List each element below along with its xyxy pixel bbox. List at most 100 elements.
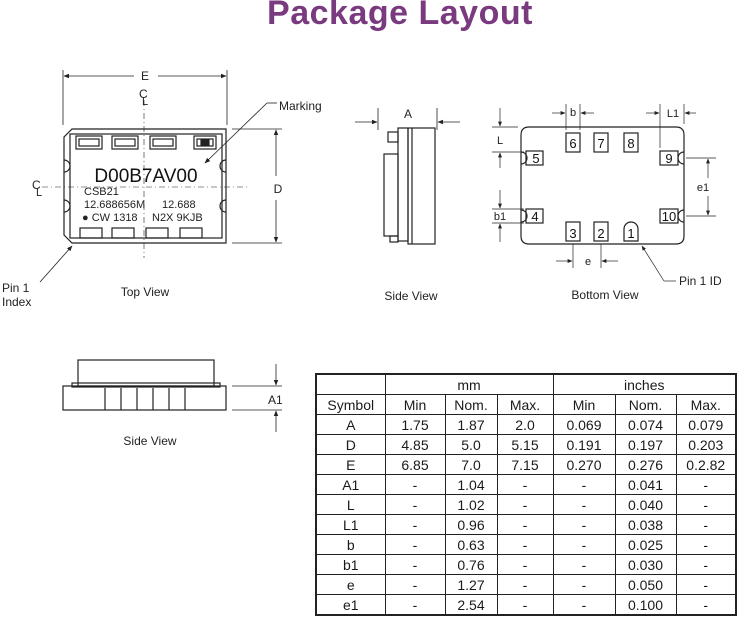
pin1-id-label: Pin 1 ID xyxy=(679,274,722,288)
pin-number-6: 6 xyxy=(569,136,576,151)
table-cell-mm-nom: 1.27 xyxy=(444,574,498,595)
table-cell-in-nom: 0.038 xyxy=(614,514,677,535)
table-header-in-max: Max. xyxy=(675,394,737,415)
pin1-index-label-line1: Pin 1 xyxy=(2,281,30,295)
table-cell-in-min: 0.069 xyxy=(552,414,616,435)
table-cell-in-max: - xyxy=(675,534,737,555)
table-cell-symbol: e1 xyxy=(315,594,386,616)
table-cell-in-min: - xyxy=(552,574,616,595)
dim-b1-label: b1 xyxy=(494,211,506,223)
centerline-sub-top: L xyxy=(142,96,148,108)
table-group-header-row: mm inches xyxy=(315,373,737,395)
pin-number-7: 7 xyxy=(597,136,604,151)
table-header-row: Symbol Min Nom. Max. Min Nom. Max. xyxy=(315,394,737,415)
dim-l1-label: L1 xyxy=(667,108,679,120)
table-row: e1-2.54--0.100- xyxy=(315,594,737,616)
table-cell-in-max: 0.079 xyxy=(675,414,737,435)
table-cell-in-max: 0.2.82 xyxy=(675,454,737,475)
table-group-inches: inches xyxy=(552,373,737,395)
table-header-blank xyxy=(315,373,386,395)
marking-line4b: N2X 9KJB xyxy=(152,212,203,224)
table-header-mm-nom: Nom. xyxy=(444,394,498,415)
table-cell-mm-min: - xyxy=(384,554,446,575)
table-cell-symbol: A1 xyxy=(315,474,386,495)
marking-line1: D00B7AV00 xyxy=(94,166,197,187)
table-cell-in-min: - xyxy=(552,474,616,495)
table-cell-mm-max: - xyxy=(496,534,554,555)
dim-d-label: D xyxy=(274,182,283,196)
table-cell-mm-min: 6.85 xyxy=(384,454,446,475)
centerline-sub-left: L xyxy=(36,187,42,199)
side-view-1 xyxy=(355,108,460,245)
table-cell-in-min: - xyxy=(552,494,616,515)
dim-e-bottom-label: e xyxy=(585,256,591,268)
table-cell-in-nom: 0.100 xyxy=(614,594,677,616)
table-cell-in-max: - xyxy=(675,514,737,535)
table-cell-mm-max: - xyxy=(496,514,554,535)
table-cell-mm-min: - xyxy=(384,474,446,495)
table-cell-in-nom: 0.074 xyxy=(614,414,677,435)
table-cell-mm-nom: 5.0 xyxy=(444,434,498,455)
pin-number-8: 8 xyxy=(627,136,634,151)
table-cell-in-max: - xyxy=(675,574,737,595)
top-view xyxy=(39,70,282,283)
table-cell-mm-nom: 2.54 xyxy=(444,594,498,616)
table-row: e-1.27--0.050- xyxy=(315,574,737,595)
table-cell-mm-min: 1.75 xyxy=(384,414,446,435)
table-row: b1-0.76--0.030- xyxy=(315,554,737,575)
table-cell-in-nom: 0.030 xyxy=(614,554,677,575)
side-view-2-caption: Side View xyxy=(123,434,176,448)
table-cell-mm-nom: 1.04 xyxy=(444,474,498,495)
dim-b-label: b xyxy=(570,107,576,119)
table-cell-symbol: L1 xyxy=(315,514,386,535)
pin-number-2: 2 xyxy=(597,226,604,241)
table-cell-mm-min: - xyxy=(384,574,446,595)
table-row: L1-0.96--0.038- xyxy=(315,514,737,535)
table-cell-in-max: - xyxy=(675,554,737,575)
marking-line2: CSB21 xyxy=(84,186,119,198)
table-cell-in-nom: 0.050 xyxy=(614,574,677,595)
table-cell-mm-min: 4.85 xyxy=(384,434,446,455)
table-group-mm: mm xyxy=(384,373,554,395)
table-cell-in-min: - xyxy=(552,594,616,616)
side-view-2 xyxy=(62,359,282,432)
centerline-mark-left: C xyxy=(32,178,41,192)
table-cell-in-max: - xyxy=(675,474,737,495)
table-cell-in-min: 0.191 xyxy=(552,434,616,455)
table-cell-symbol: E xyxy=(315,454,386,475)
table-cell-mm-max: - xyxy=(496,474,554,495)
pin-number-1: 1 xyxy=(627,226,634,241)
table-cell-mm-min: - xyxy=(384,514,446,535)
table-header-in-nom: Nom. xyxy=(614,394,677,415)
centerline-mark-top: C xyxy=(139,87,148,101)
dim-e-label: E xyxy=(141,69,149,83)
pin-number-5: 5 xyxy=(532,151,539,166)
table-cell-symbol: A xyxy=(315,414,386,435)
table-header-symbol: Symbol xyxy=(315,394,386,415)
bottom-view xyxy=(492,104,716,282)
table-cell-mm-max: - xyxy=(496,594,554,616)
table-cell-symbol: b1 xyxy=(315,554,386,575)
table-cell-mm-max: - xyxy=(496,554,554,575)
table-header-mm-min: Min xyxy=(384,394,446,415)
table-row: A1-1.04--0.041- xyxy=(315,474,737,495)
pin-number-10: 10 xyxy=(662,209,676,224)
table-cell-in-min: - xyxy=(552,534,616,555)
table-cell-in-nom: 0.041 xyxy=(614,474,677,495)
dim-a1-label: A1 xyxy=(268,393,283,407)
top-view-caption: Top View xyxy=(121,285,170,299)
dimensions-table: mm inches Symbol Min Nom. Max. Min Nom. … xyxy=(315,373,737,616)
table-cell-mm-min: - xyxy=(384,494,446,515)
table-header-in-min: Min xyxy=(552,394,616,415)
table-cell-mm-nom: 0.96 xyxy=(444,514,498,535)
marking-label: Marking xyxy=(279,99,322,113)
table-cell-in-nom: 0.025 xyxy=(614,534,677,555)
marking-line4a: ● CW 1318 xyxy=(82,212,138,224)
table-cell-in-min: 0.270 xyxy=(552,454,616,475)
table-row: L-1.02--0.040- xyxy=(315,494,737,515)
table-cell-symbol: e xyxy=(315,574,386,595)
